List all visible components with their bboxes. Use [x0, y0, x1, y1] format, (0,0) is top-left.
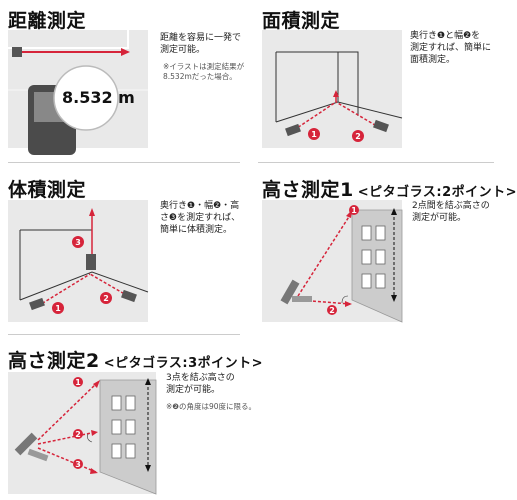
distance-description: 距離を容易に一発で 測定可能。	[160, 33, 242, 55]
area-marker-1: 1	[311, 130, 317, 139]
volume-title: 体積測定	[8, 179, 87, 201]
height2-description: 3点を結ぶ高さの 測定が可能。	[166, 373, 235, 395]
height2-marker-1: 1	[75, 378, 81, 387]
height2-marker-2: 2	[75, 430, 81, 439]
distance-note: ※イラストは測定結果が 8.532mだった場合。	[163, 62, 245, 81]
volume-description: 奥行き❶・幅❷・高 さ❸を測定すれば、 簡単に体積測定。	[160, 201, 241, 235]
area-illustration: 1 2	[262, 30, 403, 148]
height2-title-main: 高さ測定2	[8, 350, 100, 372]
volume-marker-3: 3	[75, 238, 81, 247]
section-divider	[258, 162, 494, 163]
height1-illustration: 1 2	[262, 200, 403, 323]
height2-marker-3: 3	[75, 460, 81, 469]
height1-title-main: 高さ測定1	[262, 179, 354, 201]
distance-title: 距離測定	[8, 10, 87, 32]
area-title: 面積測定	[262, 10, 341, 32]
section-divider	[8, 162, 240, 163]
height1-description: 2点間を結ぶ高さの 測定が可能。	[412, 201, 490, 223]
volume-marker-2: 2	[103, 294, 109, 303]
section-divider	[8, 334, 240, 335]
distance-readout: 8.532 m	[62, 88, 135, 107]
height2-subtitle: <ピタゴラス:3ポイント>	[103, 356, 264, 371]
height2-note: ※❷の角度は90度に限る。	[166, 402, 257, 411]
volume-marker-1: 1	[55, 304, 61, 313]
height1-marker-1: 1	[351, 206, 357, 215]
height2-title: 高さ測定2<ピタゴラス:3ポイント>	[8, 346, 263, 373]
volume-illustration: 1 2 3	[8, 200, 149, 322]
height1-title: 高さ測定1<ピタゴラス:2ポイント>	[262, 175, 517, 202]
area-description: 奥行き❶と幅❷を 測定すれば、簡単に 面積測定。	[410, 31, 492, 65]
distance-illustration: 8.532 m	[8, 30, 148, 155]
height1-subtitle: <ピタゴラス:2ポイント>	[357, 185, 517, 200]
height2-illustration: 1 2 3	[8, 372, 157, 495]
area-marker-2: 2	[355, 132, 361, 141]
height1-marker-2: 2	[329, 306, 335, 315]
